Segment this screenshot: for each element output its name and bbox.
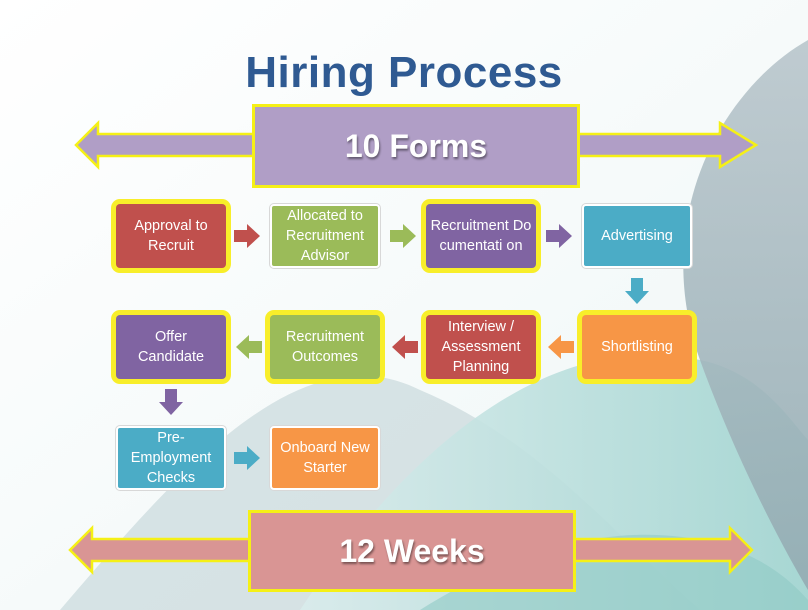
step-interview-assessment-planning: Interview / Assessment Planning (426, 315, 536, 379)
arrow-down-icon (625, 278, 649, 304)
step-label: Pre-Employment Checks (130, 430, 212, 486)
step-allocated-to-recruitment-advisor: Allocated to Recruitment Advisor (270, 204, 380, 268)
banner-weeks: 12 Weeks (248, 510, 576, 592)
arrow-left-icon (236, 335, 262, 359)
step-label: Onboard New Starter (280, 440, 370, 476)
arrow-right-icon (234, 446, 260, 470)
step-offer-candidate: Offer Candidate (116, 315, 226, 379)
arrow-down-icon (159, 389, 183, 415)
arrow-right-icon (390, 224, 416, 248)
step-recruitment-outcomes: Recruitment Outcomes (270, 315, 380, 379)
step-onboard-new-starter: Onboard New Starter (270, 426, 380, 490)
step-approval-to-recruit: Approval to Recruit (116, 204, 226, 268)
step-label: Interview / Assessment Planning (441, 319, 521, 375)
step-label: Approval to Recruit (134, 218, 208, 254)
step-label: Allocated to Recruitment Advisor (285, 208, 365, 264)
step-label: Advertising (601, 228, 673, 244)
page-title: Hiring Process (245, 48, 563, 97)
step-label: Offer Candidate (137, 329, 205, 365)
step-label: Shortlisting (601, 339, 673, 355)
step-recruitment-documentation: Recruitment Documentati on (426, 204, 536, 268)
step-label: Recruitment Documentati on (430, 218, 532, 254)
arrow-right-icon (234, 224, 260, 248)
step-pre-employment-checks: Pre-Employment Checks (116, 426, 226, 490)
step-shortlisting: Shortlisting (582, 315, 692, 379)
step-advertising: Advertising (582, 204, 692, 268)
arrow-left-icon (548, 335, 574, 359)
arrow-right-icon (546, 224, 572, 248)
arrow-left-icon (392, 335, 418, 359)
step-label: Recruitment Outcomes (285, 329, 365, 365)
banner-forms: 10 Forms (252, 104, 580, 188)
